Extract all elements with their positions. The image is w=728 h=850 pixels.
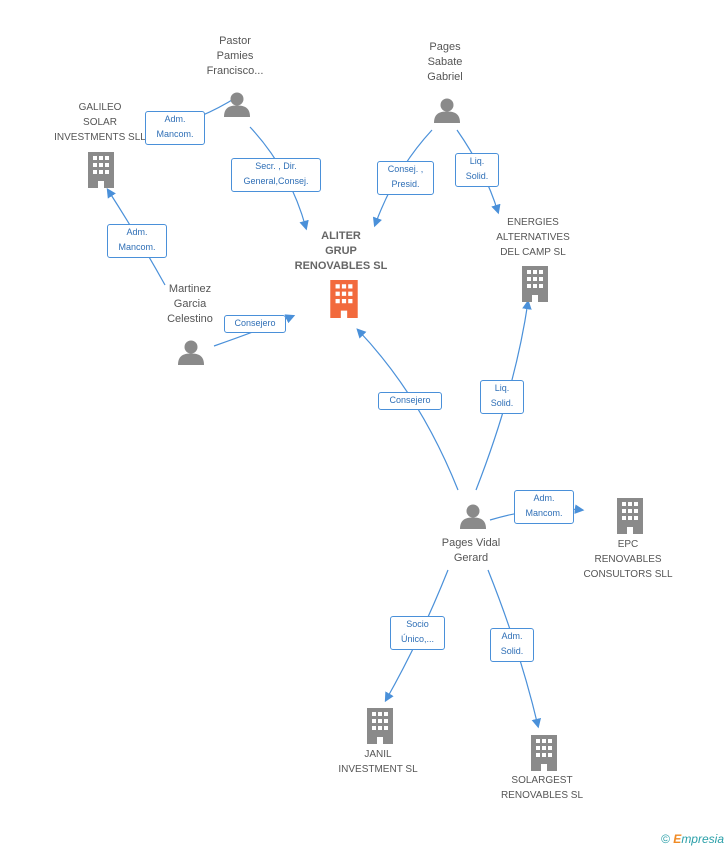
brand-logo-text: mpresia bbox=[681, 832, 724, 846]
node-label-pages-sabate[interactable]: Pages Sabate Gabriel bbox=[427, 41, 463, 83]
building-icon bbox=[617, 498, 643, 534]
node-label-energies[interactable]: ENERGIES ALTERNATIVES DEL CAMP SL bbox=[496, 217, 570, 258]
relation-label[interactable]: Adm. Mancom. bbox=[107, 224, 167, 258]
brand-logo-initial: E bbox=[673, 832, 682, 846]
relation-label[interactable]: Secr. , Dir. General,Consej. bbox=[231, 158, 321, 192]
node-label-galileo[interactable]: GALILEO SOLAR INVESTMENTS SLL bbox=[54, 102, 146, 143]
relation-label[interactable]: Adm. Mancom. bbox=[514, 490, 574, 524]
person-icon bbox=[224, 92, 250, 117]
person-icon bbox=[460, 504, 486, 529]
node-label-solargest[interactable]: SOLARGEST RENOVABLES SL bbox=[500, 775, 584, 801]
relation-label[interactable]: Adm. Solid. bbox=[490, 628, 534, 662]
copyright-icon: © bbox=[661, 832, 670, 846]
focus-building-icon bbox=[330, 280, 358, 318]
relation-label[interactable]: Consejero bbox=[224, 315, 286, 333]
relation-label[interactable]: Liq. Solid. bbox=[455, 153, 499, 187]
relation-label[interactable]: Socio Único,... bbox=[390, 616, 445, 650]
building-icon bbox=[88, 152, 114, 188]
building-icon bbox=[531, 735, 557, 771]
person-icon bbox=[178, 340, 204, 365]
node-label-aliter[interactable]: ALITER GRUP RENOVABLES SL bbox=[294, 230, 388, 272]
node-label-janil[interactable]: JANIL INVESTMENT SL bbox=[338, 749, 418, 775]
building-icon bbox=[367, 708, 393, 744]
relation-label[interactable]: Liq. Solid. bbox=[480, 380, 524, 414]
node-label-pages-vidal[interactable]: Pages Vidal Gerard bbox=[441, 537, 501, 564]
relation-label[interactable]: Consejero bbox=[378, 392, 442, 410]
person-icon bbox=[434, 98, 460, 123]
edge-vidal-aliter bbox=[356, 328, 459, 491]
building-icon bbox=[522, 266, 548, 302]
relation-label[interactable]: Consej. , Presid. bbox=[377, 161, 434, 195]
brand-footer: © Empresia bbox=[661, 832, 724, 846]
relation-label[interactable]: Adm. Mancom. bbox=[145, 111, 205, 145]
node-label-epc[interactable]: EPC RENOVABLES CONSULTORS SLL bbox=[583, 539, 673, 580]
node-label-martinez[interactable]: Martinez Garcia Celestino bbox=[167, 283, 213, 325]
node-label-pastor[interactable]: Pastor Pamies Francisco... bbox=[206, 35, 264, 77]
